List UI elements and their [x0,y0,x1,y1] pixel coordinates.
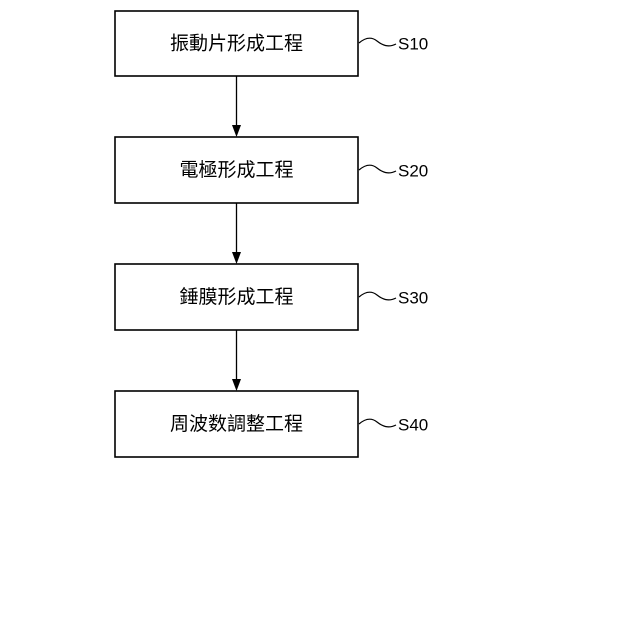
step-label-s20: S20 [398,162,428,181]
process-box-text-s20: 電極形成工程 [179,159,293,181]
flow-step-3: 錘膜形成工程 S30 [115,264,428,330]
connector-arrow-3 [232,330,241,391]
flow-step-1: 振動片形成工程 S10 [115,11,428,76]
leader-line-s10 [359,38,396,46]
flow-step-2: 電極形成工程 S20 [115,137,428,203]
step-label-s10: S10 [398,35,428,54]
step-label-s40: S40 [398,416,428,435]
connector-arrow-2 [232,203,241,264]
leader-line-s30 [359,292,396,300]
flow-step-4: 周波数調整工程 S40 [115,391,428,457]
step-label-s30: S30 [398,289,428,308]
process-box-text-s40: 周波数調整工程 [170,413,303,435]
process-box-text-s10: 振動片形成工程 [170,33,303,55]
connector-arrow-1 [232,76,241,137]
leader-line-s20 [359,165,396,173]
process-box-text-s30: 錘膜形成工程 [179,286,293,308]
leader-line-s40 [359,419,396,427]
